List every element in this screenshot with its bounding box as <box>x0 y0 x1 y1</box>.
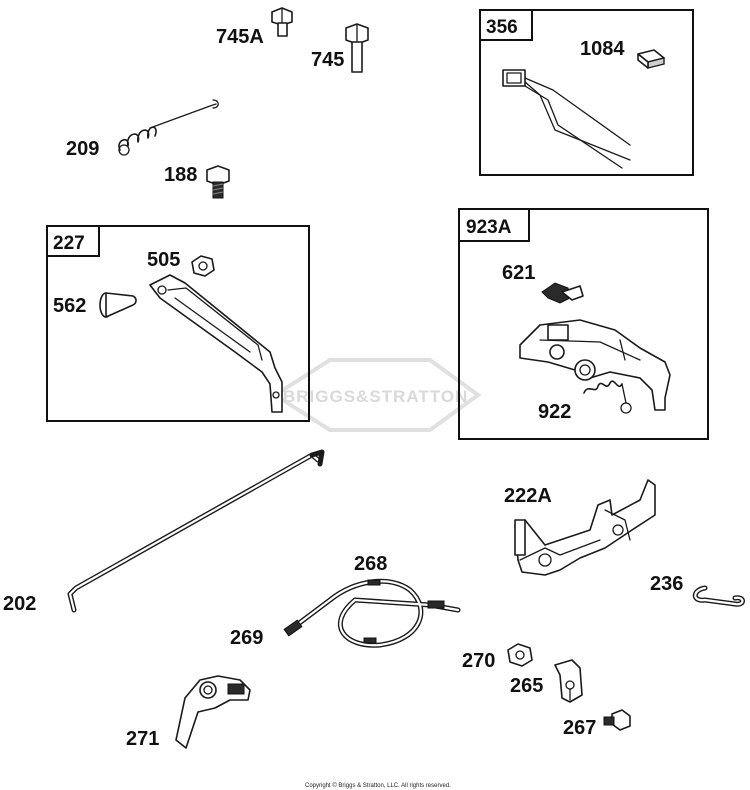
box-356-label: 356 <box>486 17 518 38</box>
part-label-265: 265 <box>510 675 543 697</box>
box-356: 356 <box>479 9 694 176</box>
box-227-label: 227 <box>53 233 85 254</box>
box-923A-label: 923A <box>466 217 512 238</box>
wire-harness-356-icon <box>502 69 631 169</box>
link-236-icon <box>692 585 745 607</box>
part-label-745: 745 <box>311 49 344 71</box>
watermark-text: BRIGGS&STRATTON <box>283 387 468 406</box>
part-label-268: 268 <box>354 553 387 575</box>
screw-267-icon <box>603 709 631 731</box>
cable-clamp-265-icon <box>554 659 583 703</box>
part-label-1084: 1084 <box>580 38 625 60</box>
governor-spring-209-icon <box>118 99 219 156</box>
part-label-745A: 745A <box>216 26 264 48</box>
control-bracket-923A-icon <box>519 319 671 411</box>
spring-922-icon <box>583 380 632 414</box>
part-label-269: 269 <box>230 627 263 649</box>
copyright-text: Copyright © Briggs & Stratton, LLC. All … <box>305 782 451 789</box>
part-label-267: 267 <box>563 717 596 739</box>
governor-link-202-icon <box>67 449 325 613</box>
bolt-745-icon <box>345 23 369 73</box>
part-label-188: 188 <box>164 164 197 186</box>
box-227: 227 <box>46 225 310 422</box>
bracket-222A-icon <box>514 479 656 576</box>
nut-270-icon <box>507 643 533 667</box>
bolt-745A-icon <box>271 7 293 37</box>
part-label-562: 562 <box>53 295 86 317</box>
part-label-922: 922 <box>538 401 571 423</box>
cable-268-icon <box>283 578 461 648</box>
part-label-270: 270 <box>462 650 495 672</box>
screw-188-icon <box>206 165 230 199</box>
briggs-stratton-watermark-logo: BRIGGS&STRATTON <box>271 358 482 432</box>
part-label-222A: 222A <box>504 485 552 507</box>
pin-562-icon <box>99 292 137 318</box>
part-label-271: 271 <box>126 728 159 750</box>
part-label-202: 202 <box>3 593 36 615</box>
part-label-505: 505 <box>147 249 180 271</box>
clip-621-icon <box>541 282 584 304</box>
nut-505-icon <box>191 255 215 277</box>
box-923A: 923A <box>458 208 709 440</box>
part-label-209: 209 <box>66 138 99 160</box>
bracket-271-icon <box>175 675 251 749</box>
part-label-621: 621 <box>502 262 535 284</box>
insulator-1084-icon <box>637 49 665 69</box>
part-label-236: 236 <box>650 573 683 595</box>
throttle-lever-227-icon <box>149 274 283 413</box>
